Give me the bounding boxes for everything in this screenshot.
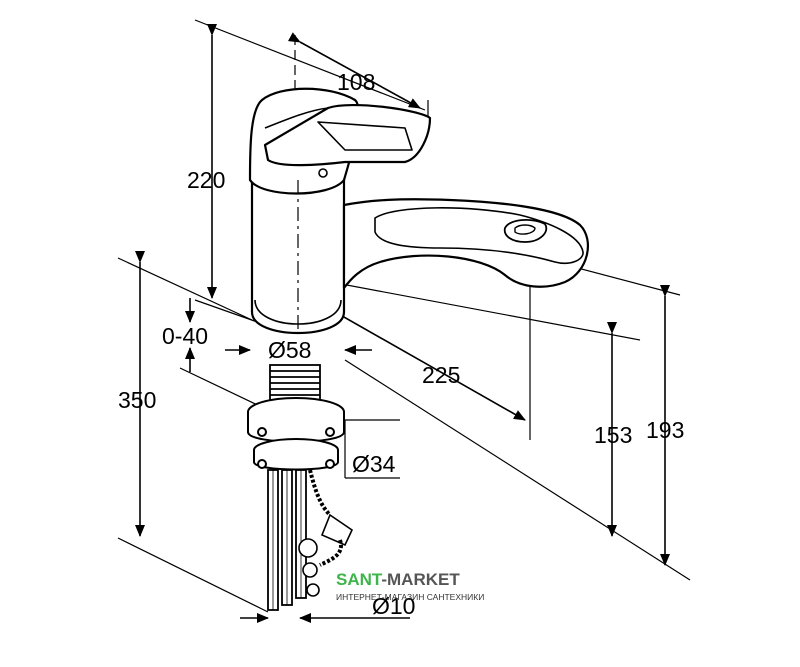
mounting-nut [247,397,345,471]
brand-tagline: ИНТЕРНЕТ-МАГАЗИН САНТЕХНИКИ [336,592,484,602]
dim-label-0-40: 0-40 [162,323,208,349]
faucet-body [248,87,589,334]
dim-label-153: 153 [594,422,632,448]
dim-label-108: 108 [337,69,375,95]
dim-label-diameter-10: Ø10 [372,593,415,619]
dim-label-225: 225 [422,362,460,388]
brand-watermark: SANT-MARKET ИНТЕРНЕТ-МАГАЗИН САНТЕХНИКИ [336,570,484,602]
dim-label-diameter-58: Ø58 [268,337,311,363]
dim-label-diameter-34: Ø34 [352,451,396,477]
dim-label-193: 193 [646,417,684,443]
dimension-arrows [135,24,670,623]
dim-label-220: 220 [187,167,225,193]
braided-hose [298,469,354,597]
svg-text:SANT-MARKET: SANT-MARKET [336,570,460,589]
brand-name-part1: SANT [336,570,383,589]
brand-name-part2: -MARKET [381,570,460,589]
supply-rods [267,469,307,611]
dim-label-350: 350 [118,387,156,413]
extension-lines [117,19,691,613]
